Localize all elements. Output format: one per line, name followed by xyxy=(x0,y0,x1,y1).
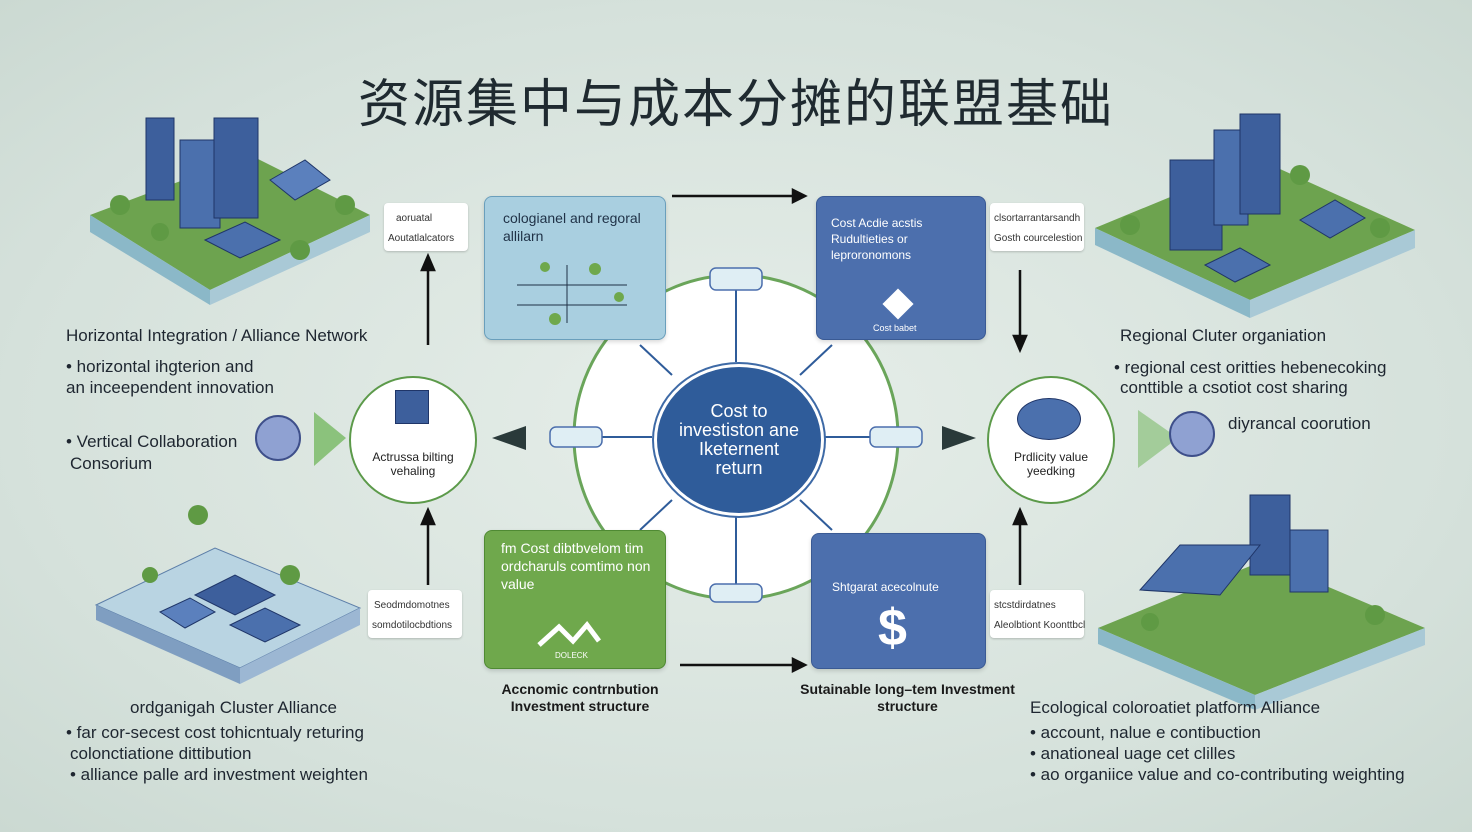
tag-top-left-line2: Aoutatlalcators xyxy=(388,233,455,244)
section-bl-bullet-1: • far cor-secest cost tohicntualy returi… xyxy=(66,723,364,742)
trend-up-icon xyxy=(537,621,601,647)
ring-spokes xyxy=(600,290,872,584)
city-block-bottom-left xyxy=(94,505,362,684)
section-br-bullet-3: • ao organiice value and co-contributing… xyxy=(1030,765,1405,784)
hub-circle: Cost to investiston ane Iketernent retur… xyxy=(654,364,824,516)
section-tr-heading: Regional Cluter organiation xyxy=(1120,326,1327,345)
section-tl-heading: Horizontal Integration / Alliance Networ… xyxy=(66,326,368,345)
section-bl-bullet-3: • alliance palle ard investment weighten xyxy=(70,765,368,784)
section-bl-bullet-2: colonctiatione dittibution xyxy=(70,744,252,763)
box-top-right-text: Cost Acdie acstis Rudultieties or lepror… xyxy=(831,216,923,262)
box-bottom-left-footer: DOLECK xyxy=(555,651,588,660)
connector-top xyxy=(709,267,763,291)
tag-bottom-right-line2: Aleolbtiont Koonttbcl xyxy=(994,620,1086,631)
box-bottom-left: fm Cost dibtbvelom tim ordcharuls comtim… xyxy=(484,530,666,669)
tag-bottom-right-line1: stcstdirdatnes xyxy=(994,600,1056,611)
box-bottom-right-text: Shtgarat acecolnute xyxy=(832,580,939,594)
page-title: 资源集中与成本分摊的联盟基础 xyxy=(357,75,1114,135)
section-tr-bullet-1: • regional cest oritties hebenecoking xyxy=(1114,358,1387,377)
tag-bottom-left-line2: somdotilocbdtions xyxy=(372,620,453,631)
box-top-right-footer: Cost babet xyxy=(873,323,917,333)
tag-top-right: clsortarrantarsandh Gosth courcelestion xyxy=(990,203,1084,251)
city-block-bottom-right xyxy=(1098,494,1425,710)
node-left: Actrussa bilting vehaling xyxy=(349,376,477,504)
box-top-left-text: cologianel and regoral allilarn xyxy=(503,210,641,244)
node-left-label: Actrussa bilting vehaling xyxy=(372,450,454,478)
caption-bottom-right: Sutainable long–tem Investment structure xyxy=(800,681,1015,714)
round-badge-right xyxy=(1169,411,1215,457)
dollar-icon: $ xyxy=(878,599,907,657)
connector-left xyxy=(549,426,603,448)
diamond-icon xyxy=(882,288,914,320)
section-bl-heading: ordganigah Cluster Alliance xyxy=(130,698,337,717)
tag-top-right-line1: clsortarrantarsandh xyxy=(994,213,1081,224)
hub-text: Cost to investiston ane Iketernent retur… xyxy=(678,401,800,478)
box-top-left: cologianel and regoral allilarn xyxy=(484,196,666,340)
tag-bottom-right: stcstdirdatnes Aleolbtiont Koonttbcl xyxy=(990,590,1086,638)
section-br-bullet-1: • account, nalue e contibuction xyxy=(1030,723,1261,742)
tag-bottom-left: Seodmdomotnes somdotilocbdtions xyxy=(368,590,462,638)
box-top-right: Cost Acdie acstis Rudultieties or lepror… xyxy=(816,196,986,340)
box-bottom-left-text: fm Cost dibtbvelom tim ordcharuls comtim… xyxy=(501,540,651,592)
tag-top-left: aoruatal Aoutatlalcators xyxy=(384,203,468,251)
tag-bottom-left-line1: Seodmdomotnes xyxy=(374,600,450,611)
node-right: Prdlicity value yeedking xyxy=(987,376,1115,504)
section-br-bullet-2: • anationeal uage cet clilles xyxy=(1030,744,1236,763)
city-block-top-left xyxy=(90,117,370,305)
network-chart-icon xyxy=(517,262,627,325)
pie-icon xyxy=(1017,398,1081,440)
tag-top-right-line2: Gosth courcelestion xyxy=(994,233,1083,244)
city-block-top-right xyxy=(1095,113,1415,318)
tag-top-left-line1: aoruatal xyxy=(396,213,433,224)
cube-icon xyxy=(395,390,429,424)
node-right-label: Prdlicity value yeedking xyxy=(1013,450,1089,478)
box-bottom-right: Shtgarat acecolnute $ xyxy=(811,533,986,669)
section-tl-bullet-2: an inceependent innovation xyxy=(66,378,274,397)
arrow-left-icon xyxy=(492,426,526,450)
section-tr-bullet-2: conttible a csotiot cost sharing xyxy=(1120,378,1348,397)
green-chevron-right xyxy=(1138,410,1178,468)
arrow-right-icon xyxy=(942,426,976,450)
section-br-heading: Ecological coloroatiet platform Alliance xyxy=(1030,698,1321,717)
connector-right xyxy=(869,426,923,448)
connector-bottom xyxy=(709,583,763,603)
caption-bottom-left: Accnomic contrnbution Investment structu… xyxy=(501,681,659,714)
round-badge-left xyxy=(255,415,301,461)
section-tl-sub-1: • Vertical Collaboration xyxy=(66,432,238,451)
section-tl-sub-2: Consorium xyxy=(70,454,153,473)
green-chevron-left xyxy=(314,412,346,466)
section-tl-bullet-1: • horizontal ihgterion and xyxy=(66,357,254,376)
section-tr-sub: diyrancal coorution xyxy=(1228,414,1371,433)
